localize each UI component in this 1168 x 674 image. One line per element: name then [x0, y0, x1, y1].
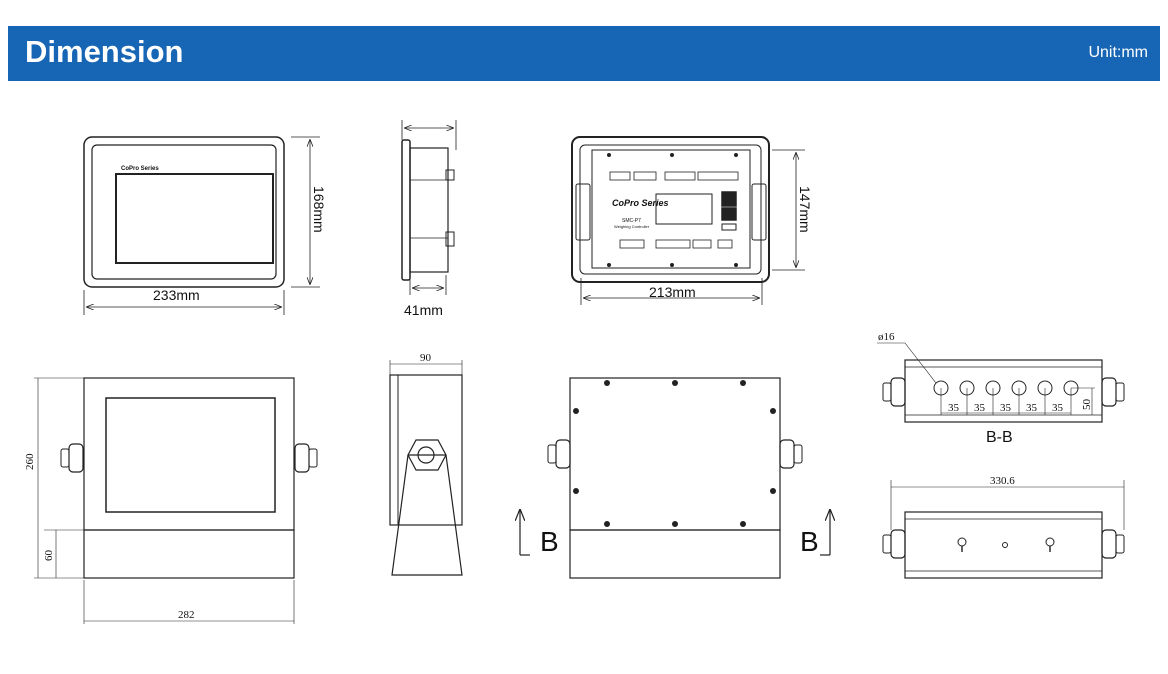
bracket-height-label: 260: [24, 453, 36, 470]
hole-diameter-label: ø16: [878, 331, 895, 343]
bracket-width-label: 282: [178, 609, 195, 621]
bracket-depth-label: 90: [420, 352, 432, 364]
back-screws: [607, 153, 738, 267]
side-depth-label: 41mm: [404, 302, 443, 318]
bracket-back-screws: [573, 380, 776, 527]
front-width-label: 233mm: [153, 287, 200, 303]
section-mark-right: B: [800, 526, 819, 557]
section-title: B-B: [986, 429, 1013, 446]
spacing-label-1: 35: [948, 402, 960, 414]
bracket-base-label: 60: [43, 550, 55, 562]
spacing-label-5: 35: [1052, 402, 1064, 414]
section-bb-view: [877, 342, 1125, 423]
front-height-label: 168mm: [311, 186, 327, 233]
section-mark-left: B: [540, 526, 559, 557]
bracket-front-view: [34, 377, 318, 624]
spacing-label-2: 35: [974, 402, 986, 414]
unit-label: Unit:mm: [1088, 44, 1148, 61]
back-subtitle: Weighing Controller: [614, 224, 650, 229]
side-view: [401, 120, 457, 295]
section-height-label: 50: [1081, 399, 1093, 411]
back-view: [571, 136, 805, 305]
bottom-view: [882, 480, 1125, 579]
front-brand: CoPro Series: [121, 166, 159, 172]
back-model: SMC-P7: [622, 218, 641, 224]
back-height-label: 147mm: [797, 186, 813, 233]
back-width-label: 213mm: [649, 284, 696, 300]
bracket-side-view: [389, 360, 463, 576]
page-title: Dimension: [25, 34, 184, 69]
spacing-label-3: 35: [1000, 402, 1012, 414]
back-brand: CoPro Series: [612, 198, 669, 208]
bottom-length-label: 330.6: [990, 475, 1015, 487]
front-view: [83, 136, 320, 315]
header-bar: Dimension Unit:mm: [8, 26, 1160, 81]
spacing-label-4: 35: [1026, 402, 1038, 414]
bracket-back-view: [520, 377, 830, 579]
